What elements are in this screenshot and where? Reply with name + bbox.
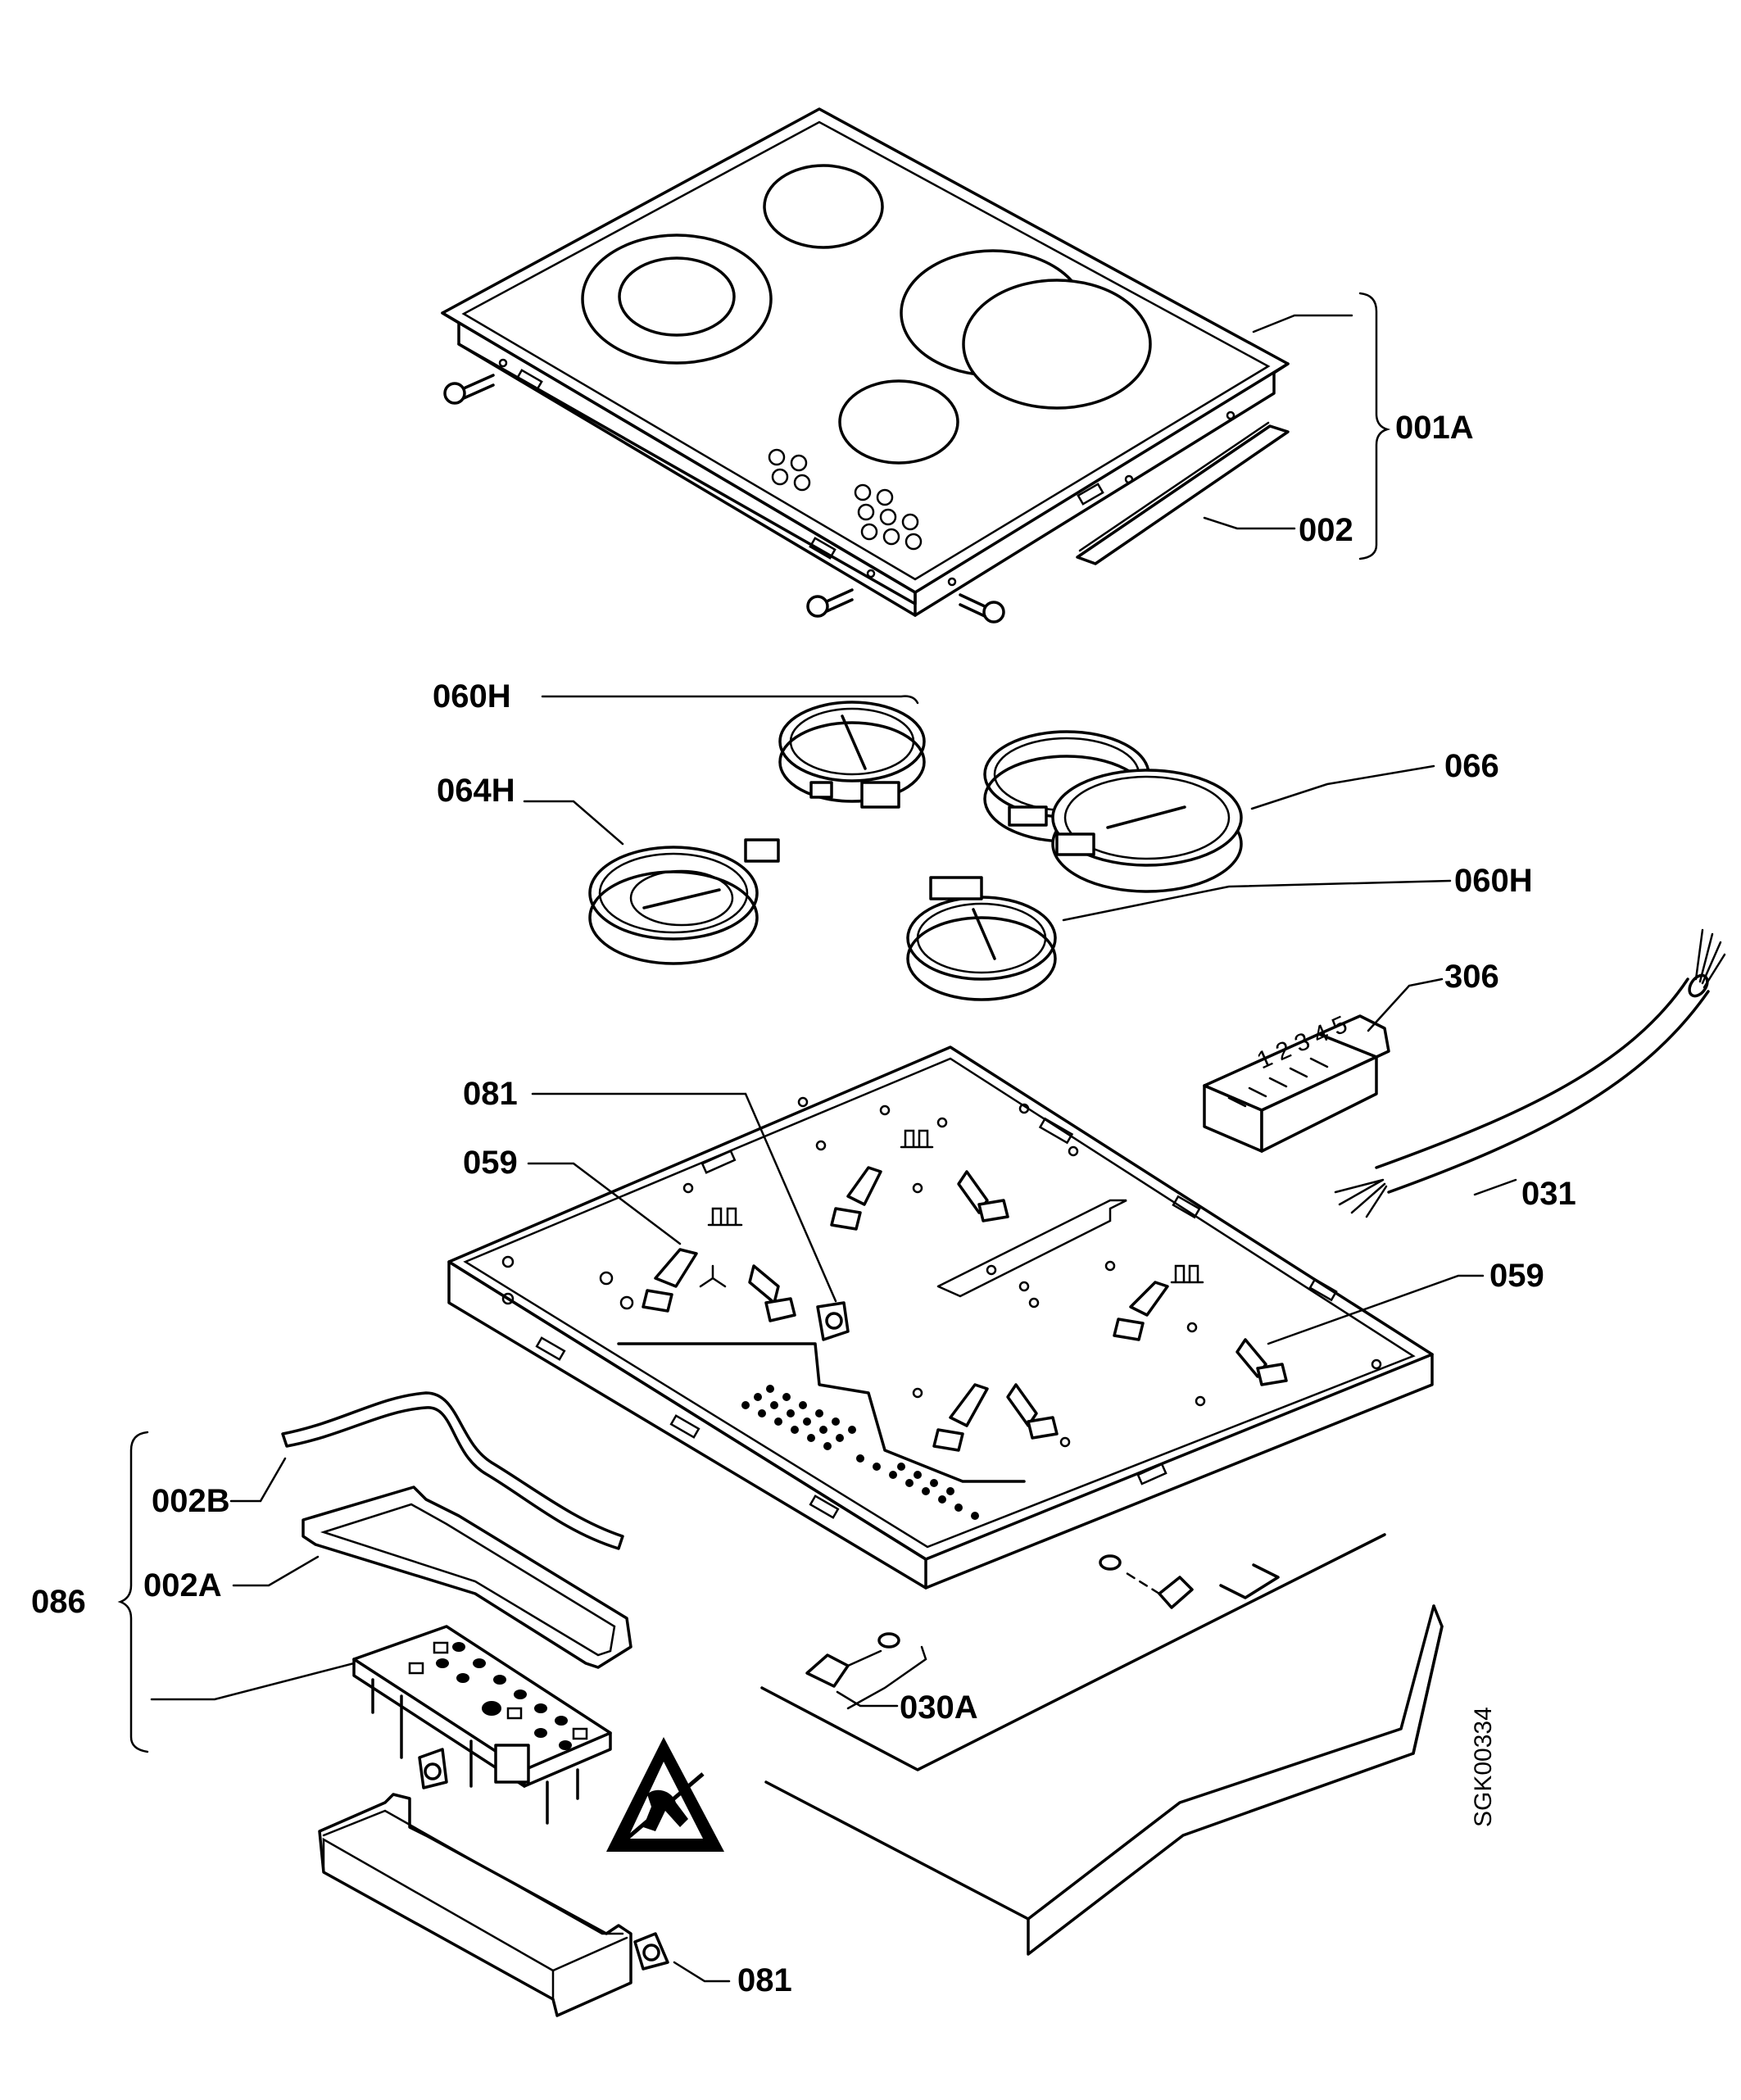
control-symbols xyxy=(768,448,923,551)
label-059-right: 059 xyxy=(1489,1258,1544,1294)
control-pcb xyxy=(352,1625,612,1825)
terminal-block-306: 1 2 3 4 5 xyxy=(1203,1011,1390,1153)
spring-clips-059 xyxy=(642,1166,1288,1452)
label-066: 066 xyxy=(1444,748,1499,784)
label-002A: 002A xyxy=(143,1567,222,1603)
control-housing xyxy=(318,1793,632,2017)
label-306: 306 xyxy=(1444,959,1499,995)
grommet-081-small xyxy=(418,1748,448,1789)
label-002B: 002B xyxy=(152,1483,230,1519)
label-060H-top: 060H xyxy=(433,678,511,714)
screw-icon xyxy=(806,588,854,618)
label-086: 086 xyxy=(31,1584,86,1620)
worktop-cutout xyxy=(760,1533,1444,1956)
callout-labels: 001A 002 060H 066 064H 060H 306 081 059 … xyxy=(31,410,1576,1998)
label-064H: 064H xyxy=(437,773,515,809)
grommet-081-bottom xyxy=(633,1932,669,1971)
leader-lines xyxy=(117,292,1517,1983)
grommet-081-top xyxy=(816,1301,850,1341)
label-059-left: 059 xyxy=(463,1145,518,1181)
fixing-clamp-030A xyxy=(805,1554,1194,1688)
label-002: 002 xyxy=(1299,512,1353,548)
label-031: 031 xyxy=(1521,1176,1576,1212)
screw-icon xyxy=(443,374,495,405)
mains-cable-031 xyxy=(1334,928,1726,1218)
screw-icon xyxy=(959,593,1005,624)
heating-element-064H xyxy=(588,838,780,965)
label-001A: 001A xyxy=(1395,410,1474,446)
vent-holes xyxy=(741,1385,979,1520)
heating-element-060H-top xyxy=(778,701,926,809)
gasket-strip-002 xyxy=(1076,421,1290,565)
glass-hob-top-001A xyxy=(441,107,1290,617)
label-081-top: 081 xyxy=(463,1076,518,1112)
gasket-002B xyxy=(281,1391,624,1550)
label-060H-right: 060H xyxy=(1454,863,1533,899)
drawing-code: SGK00334 xyxy=(1470,1707,1497,1827)
esd-warning-icon xyxy=(606,1737,724,1852)
label-081-bottom: 081 xyxy=(737,1962,792,1998)
hob-chassis xyxy=(447,1045,1434,1590)
label-030A: 030A xyxy=(900,1690,978,1726)
dual-heating-element-066 xyxy=(983,730,1243,893)
gasket-002A xyxy=(302,1485,632,1669)
heating-element-060H-right xyxy=(906,876,1057,1001)
